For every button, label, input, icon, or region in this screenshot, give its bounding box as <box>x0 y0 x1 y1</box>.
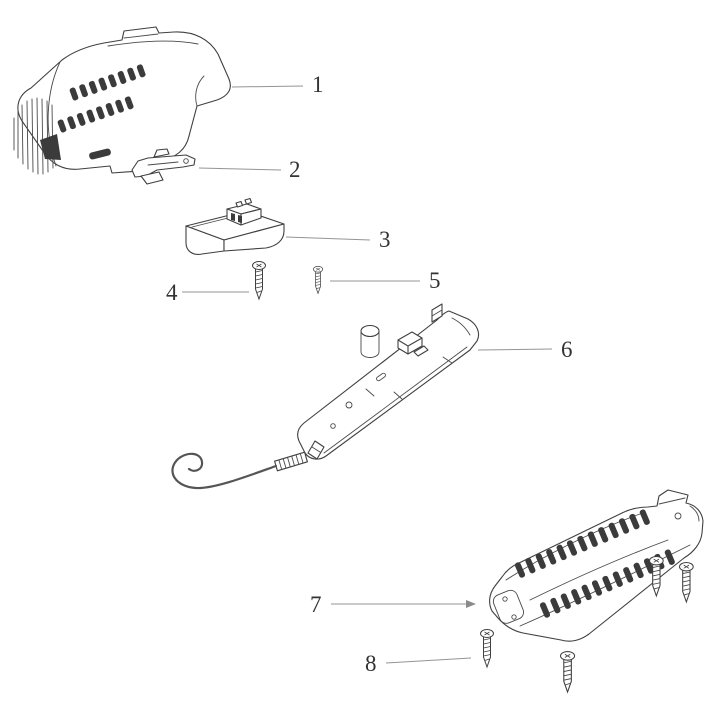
part-7-latch-line <box>658 497 686 505</box>
part-1-bottom-slot <box>89 148 111 160</box>
callout-2: 2 <box>198 157 301 182</box>
callout-4-label: 4 <box>166 280 178 305</box>
callout-8-label: 8 <box>365 651 377 676</box>
part-7-mid-rib <box>529 539 669 601</box>
callout-7: 7 <box>310 592 476 617</box>
part-2-hole <box>183 158 189 164</box>
part-1-shadow-wedge <box>40 134 61 160</box>
part-6-strain-relief <box>274 451 308 472</box>
part-2-slot-line <box>147 161 179 166</box>
screw-drawing <box>252 261 266 300</box>
part-6-pad <box>413 345 429 357</box>
part-1-tab-line <box>123 33 159 39</box>
part-3-left-face <box>185 225 225 255</box>
part-5-screw-drawing <box>312 265 324 294</box>
part-7-lower-housing-drawing <box>489 489 704 642</box>
callout-1-leader <box>231 85 304 88</box>
callout-6-label: 6 <box>561 337 573 362</box>
screw-drawing <box>679 562 694 603</box>
callout-2-label: 2 <box>289 157 301 182</box>
part-7-boss-circle <box>674 512 682 520</box>
part-6-boss-sides <box>360 330 380 358</box>
part-3-contact-2 <box>238 215 242 223</box>
callout-6: 6 <box>477 337 573 362</box>
screw-drawing <box>559 650 576 693</box>
part-3-front-face <box>223 223 285 252</box>
callout-5-label: 5 <box>429 268 441 293</box>
part-6-power-cord <box>171 452 278 490</box>
callout-2-leader <box>198 167 282 171</box>
callout-4: 4 <box>166 280 249 305</box>
part-7-hole-2 <box>511 614 517 620</box>
part-2-lever-drawing <box>131 148 196 185</box>
part-6-slot <box>376 372 386 382</box>
callout-3-label: 3 <box>379 227 391 252</box>
part-6-hole-1 <box>345 401 353 409</box>
part-4-screw-drawing <box>252 261 266 300</box>
part-7-hole-1 <box>502 596 508 602</box>
callout-8-leader <box>385 657 472 664</box>
part-6-plug-line <box>311 446 321 453</box>
part-7-end-curve <box>689 505 700 522</box>
part-1-top-edge <box>107 40 199 47</box>
callout-3-leader <box>285 236 371 241</box>
part-2-flange <box>140 171 164 185</box>
callout-8: 8 <box>365 651 472 676</box>
callout-5: 5 <box>330 268 441 293</box>
part-6-hole-2 <box>330 423 336 429</box>
part-6-step-lines <box>365 317 471 400</box>
callout-7-arrowhead <box>466 600 476 608</box>
part-7-left-plate <box>492 589 525 624</box>
callout-1: 1 <box>231 72 324 97</box>
screw-drawing <box>480 629 494 668</box>
part-3-contact-1 <box>231 213 235 221</box>
part-6-clip-line <box>431 309 443 317</box>
callout-1-label: 1 <box>312 72 324 97</box>
part-6-boss-top <box>360 324 380 338</box>
part-2-tab <box>153 148 170 158</box>
part-3-pin-2 <box>244 197 253 205</box>
part-6-relief-ribs <box>278 453 304 470</box>
part-3-cover-drawing <box>185 197 285 255</box>
callout-3: 3 <box>285 227 391 252</box>
callout-6-leader <box>477 348 553 351</box>
part-1-upper-housing-drawing <box>13 26 231 175</box>
part-6-relay-box <box>397 331 423 355</box>
callout-7-label: 7 <box>310 592 322 617</box>
screw-drawing <box>312 265 324 294</box>
part-7-outline <box>489 489 704 642</box>
part-6-board-outline <box>297 310 480 460</box>
part-6-chassis-cord-drawing <box>171 303 480 490</box>
part-6-edge-thickness <box>323 346 468 454</box>
part-1-right-crease <box>195 75 205 107</box>
part-3-pin-1 <box>235 200 244 208</box>
